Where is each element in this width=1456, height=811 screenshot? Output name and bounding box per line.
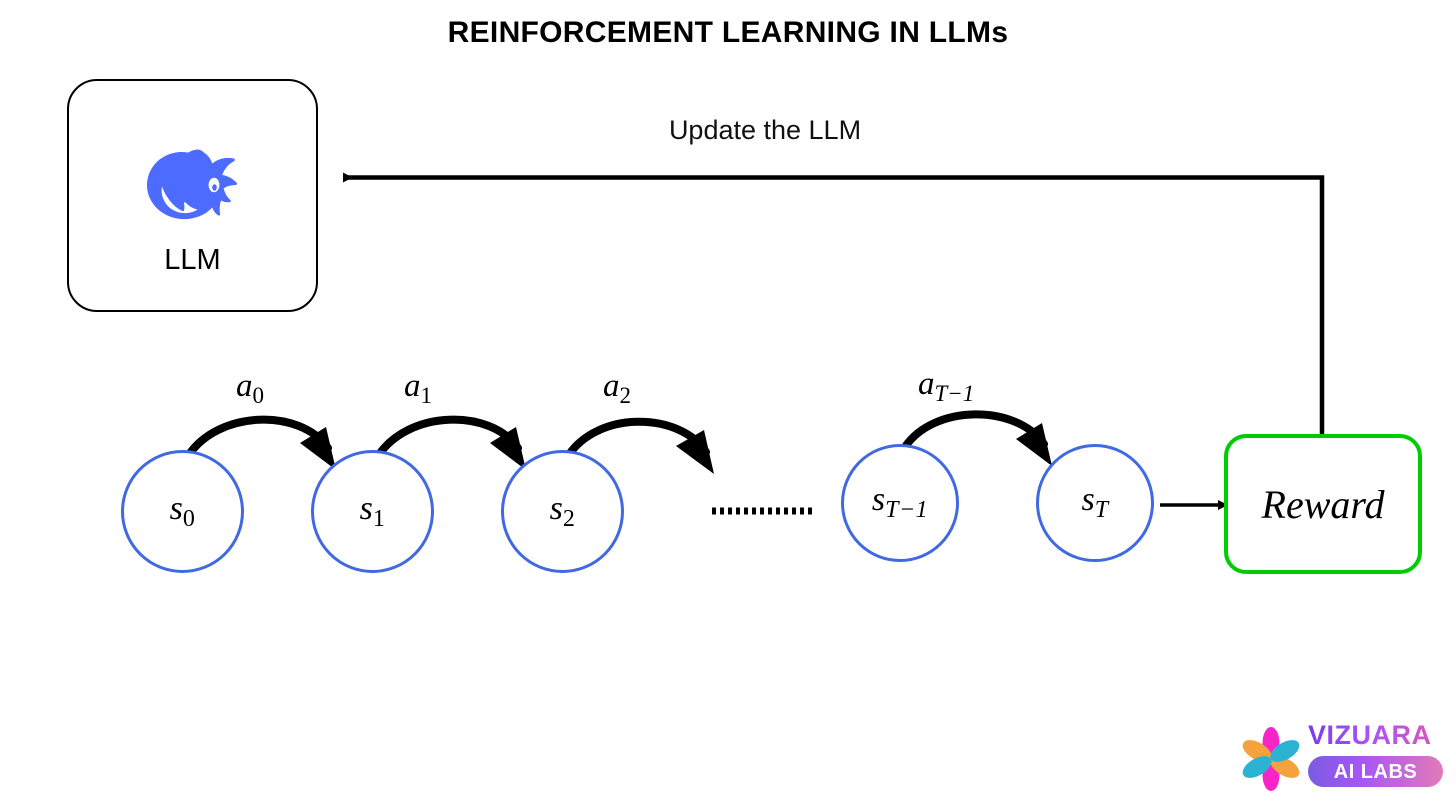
action-sub-3: T−1: [934, 380, 975, 406]
brand-wordmark: VIZUARA: [1308, 722, 1443, 749]
state-base-1: s: [359, 489, 373, 527]
flower-icon: [1242, 727, 1300, 791]
brand-pill: AI LABS: [1308, 756, 1443, 787]
llm-node[interactable]: LLM: [67, 79, 318, 312]
action-label-3: aT−1: [918, 368, 974, 405]
action-base-2: a: [603, 368, 620, 404]
action-label-0: a0: [236, 370, 264, 407]
state-sub-3: T−1: [885, 497, 929, 524]
state-base-3: s: [871, 481, 886, 519]
state-sub-4: T: [1094, 497, 1109, 524]
action-arrow-0: [184, 415, 336, 470]
action-sub-2: 2: [619, 382, 632, 408]
state-sub-2: 2: [562, 506, 576, 533]
state-node-s2[interactable]: s2: [501, 450, 624, 573]
feedback-loop-path: [343, 172, 1325, 434]
state-label-sT-1: sT−1: [871, 481, 929, 524]
action-base-3: a: [918, 366, 935, 402]
state-base-2: s: [549, 489, 563, 527]
state-node-s0[interactable]: s0: [121, 450, 244, 573]
action-label-2: a2: [603, 370, 631, 407]
state-sub-1: 1: [372, 506, 386, 533]
action-label-1: a1: [404, 370, 432, 407]
llm-node-label: LLM: [164, 244, 221, 276]
brand-logo: VIZUARA AI LABS: [1238, 722, 1443, 798]
state-node-sT[interactable]: sT: [1036, 444, 1154, 562]
page-title: REINFORCEMENT LEARNING IN LLMs: [447, 16, 1009, 49]
state-base-0: s: [169, 489, 183, 527]
reward-node-label: Reward: [1261, 481, 1385, 527]
action-sub-1: 1: [420, 382, 433, 408]
state-label-s2: s2: [549, 489, 576, 533]
state-label-s0: s0: [169, 489, 196, 533]
state-label-s1: s1: [359, 489, 386, 533]
action-sub-0: 0: [252, 382, 265, 408]
state-node-sT-1[interactable]: sT−1: [841, 444, 959, 562]
action-arrow-2: [564, 417, 714, 474]
action-arrow-3: [901, 410, 1052, 466]
state-node-s1[interactable]: s1: [311, 450, 434, 573]
state-label-sT: sT: [1081, 481, 1109, 524]
reward-node[interactable]: Reward: [1224, 434, 1422, 574]
action-base-0: a: [236, 368, 253, 404]
action-arrow-1: [374, 415, 526, 470]
state-sub-0: 0: [182, 506, 196, 533]
feedback-label: Update the LLM: [668, 115, 862, 145]
brand-pill-text: AI LABS: [1333, 760, 1418, 783]
state-base-4: s: [1081, 481, 1095, 519]
action-base-1: a: [404, 368, 421, 404]
whale-icon: [146, 149, 237, 220]
